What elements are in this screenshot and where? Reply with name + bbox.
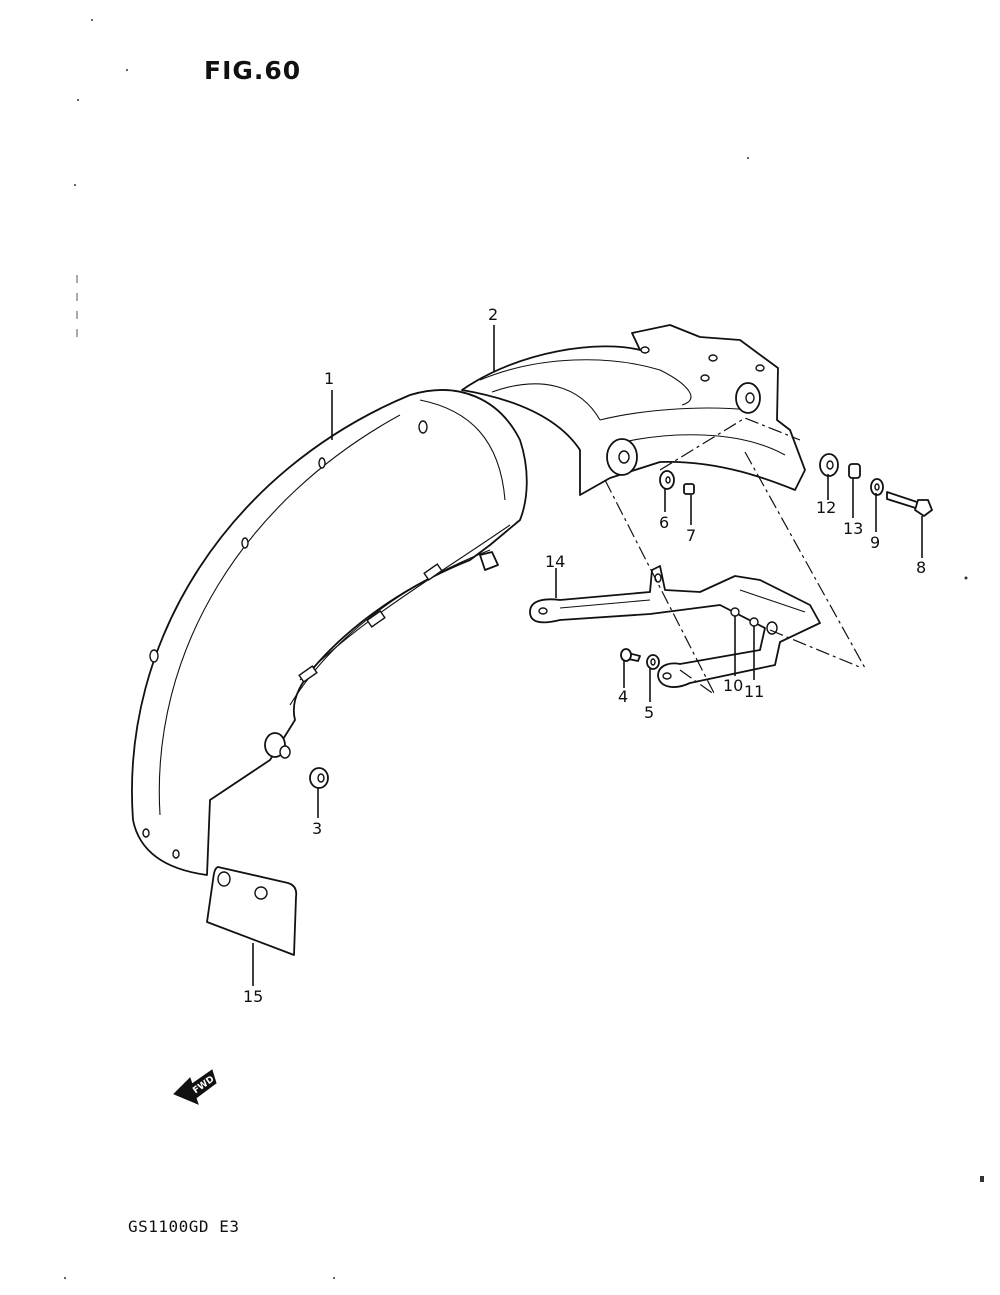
part-label-3: 3 <box>312 819 322 838</box>
part-labels: 1 2 3 4 5 6 7 8 9 10 11 12 13 14 15 <box>243 305 926 1006</box>
fender-rear-section <box>461 324 806 496</box>
part-label-7: 7 <box>686 526 696 545</box>
part-label-6: 6 <box>659 513 669 532</box>
part-label-8: 8 <box>916 558 926 577</box>
part-label-2: 2 <box>488 305 498 324</box>
part-label-12: 12 <box>816 498 836 517</box>
part-label-1: 1 <box>324 369 334 388</box>
part-label-15: 15 <box>243 987 263 1006</box>
part-label-13: 13 <box>843 519 863 538</box>
leader-lines <box>252 325 923 986</box>
mud-flap <box>206 866 298 956</box>
small-hardware <box>309 453 933 789</box>
fender-bracket <box>529 565 821 688</box>
part-label-10: 10 <box>723 676 743 695</box>
model-code: GS1100GD E3 <box>128 1217 240 1236</box>
part-label-4: 4 <box>618 687 628 706</box>
fwd-arrow-icon: FWD <box>173 1069 217 1105</box>
rear-fender <box>131 389 528 876</box>
assembly-lines <box>604 417 866 696</box>
part-label-14: 14 <box>545 552 565 571</box>
figure-title: FIG.60 <box>204 56 302 85</box>
part-label-11: 11 <box>744 682 764 701</box>
part-label-9: 9 <box>870 533 880 552</box>
scan-specks <box>64 19 984 1279</box>
part-label-5: 5 <box>644 703 654 722</box>
